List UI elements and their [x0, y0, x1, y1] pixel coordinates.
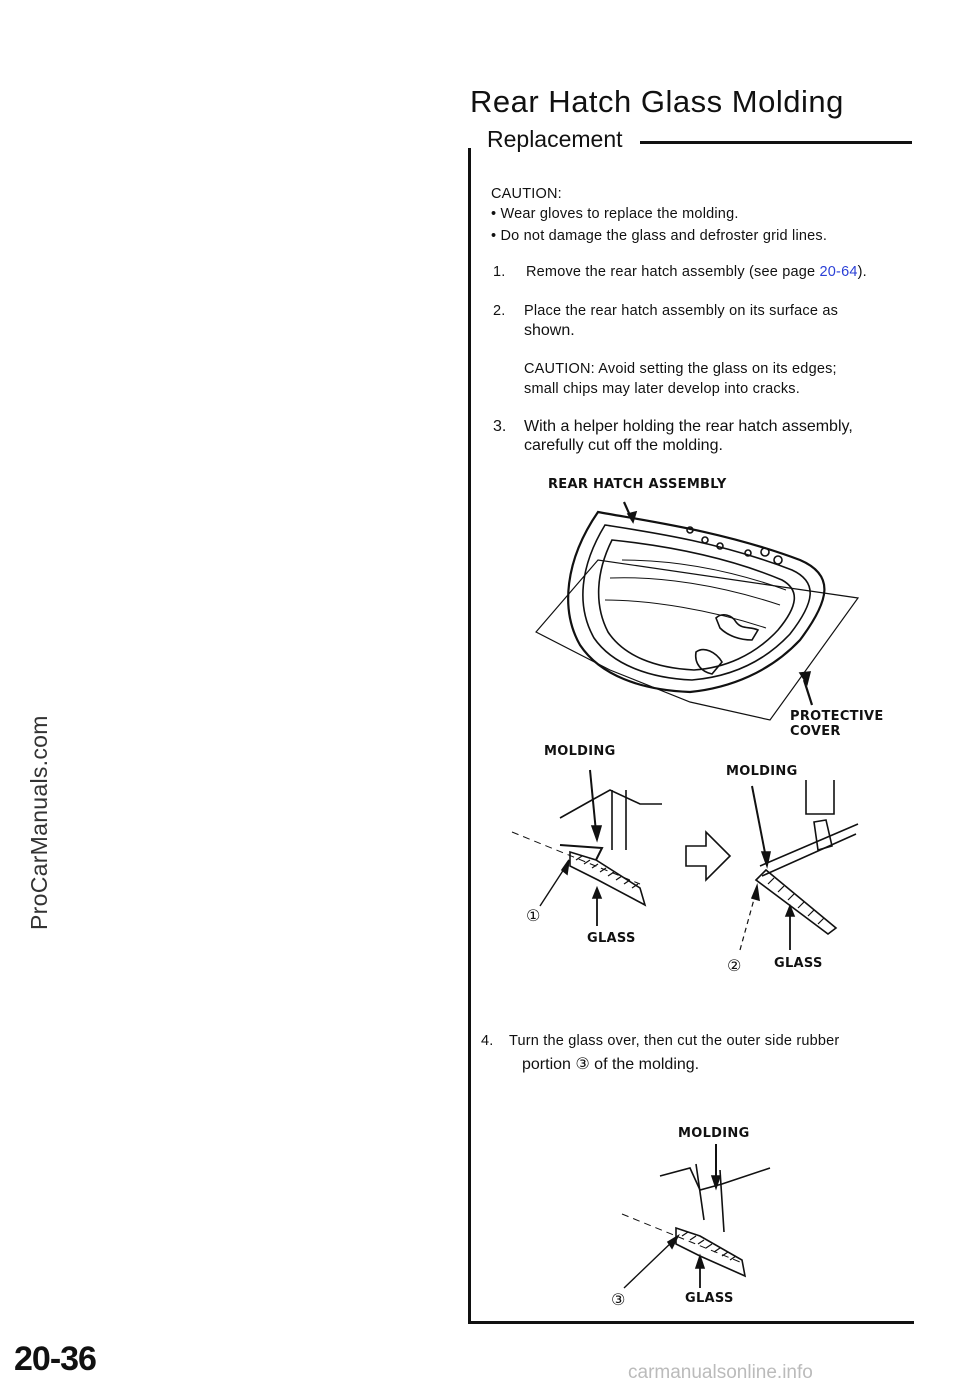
caution-heading: CAUTION: — [491, 186, 562, 202]
label-rear-hatch-assembly: REAR HATCH ASSEMBLY — [548, 477, 727, 492]
arrow-molding-left-line — [589, 769, 597, 833]
label-glass-bottom: GLASS — [685, 1291, 734, 1306]
arrow-molding-right-line — [751, 785, 767, 859]
molding-top-left — [559, 789, 662, 819]
arrow-callout-2-line — [739, 891, 757, 951]
defroster-grid-2 — [621, 559, 787, 591]
arrow-cover-line — [802, 679, 814, 706]
protective-cover-sheet — [535, 559, 860, 721]
left-border-rule — [468, 148, 471, 1324]
glass-hatch-bottom — [681, 1231, 737, 1261]
clip-6 — [773, 555, 783, 565]
label-molding-right: MOLDING — [726, 764, 798, 779]
arrow-glass-bottom-head — [694, 1253, 706, 1269]
callout-3: ③ — [611, 1292, 626, 1309]
caution-bullet-damage: • Do not damage the glass and defroster … — [491, 228, 828, 244]
arrow-glass-left-head — [591, 885, 603, 899]
transition-arrow — [685, 830, 732, 882]
step-3-number: 3. — [493, 418, 507, 435]
label-glass-right: GLASS — [774, 956, 823, 971]
header-rule — [640, 141, 912, 144]
arrow-cover-head — [798, 671, 812, 687]
hatch-frame-outer — [567, 510, 826, 694]
clip-5 — [760, 547, 770, 557]
arrow-assembly-head — [626, 510, 638, 524]
bottom-border-rule — [470, 1321, 914, 1324]
label-molding-left: MOLDING — [544, 744, 616, 759]
molding-upright-bottom — [695, 1163, 725, 1233]
step-2-line-2: shown. — [524, 322, 575, 339]
defroster-grid-1 — [609, 577, 781, 606]
molding-detail-bottom — [621, 1144, 771, 1289]
callout-1: ① — [526, 908, 541, 925]
arrow-callout-1-line — [539, 865, 567, 907]
arrow-callout-1-head — [560, 859, 570, 876]
step-4-line-1: Turn the glass over, then cut the outer … — [509, 1033, 840, 1049]
arrow-callout-2-head — [750, 883, 760, 902]
helper-hand-1 — [715, 613, 760, 641]
glass-section-bottom — [675, 1226, 747, 1278]
arrow-molding-bottom-head — [710, 1175, 722, 1191]
step-4-text-a: portion — [522, 1056, 576, 1073]
clip-4 — [744, 549, 752, 557]
section-subtitle: Replacement — [487, 126, 623, 152]
molding-detail-right — [739, 780, 859, 951]
page-link-20-64[interactable]: 20-64 — [819, 264, 858, 280]
step-2-caution-line-1: CAUTION: Avoid setting the glass on its … — [524, 361, 837, 377]
callout-2: ② — [727, 958, 742, 975]
glass-section-right — [754, 868, 838, 935]
upper-trim-right — [759, 823, 859, 877]
molding-detail-left — [511, 769, 662, 926]
helper-hand-2 — [694, 648, 723, 675]
defroster-grid-3 — [604, 599, 767, 629]
step-3-line-1: With a helper holding the rear hatch ass… — [524, 418, 853, 435]
arrow-callout-3-line — [623, 1239, 675, 1289]
clip-3 — [716, 542, 724, 550]
step-3-line-2: carefully cut off the molding. — [524, 437, 723, 454]
glass-hatch-left — [575, 855, 639, 889]
caution-bullet-gloves: • Wear gloves to replace the molding. — [491, 206, 739, 222]
page-number: 20-36 — [14, 1340, 97, 1378]
step-4-line-2: portion ③ of the molding. — [522, 1054, 699, 1074]
step-2-caution-line-2: small chips may later develop into crack… — [524, 381, 800, 397]
step-2-line-1: Place the rear hatch assembly on its sur… — [524, 303, 839, 319]
hatch-glass-edge — [597, 539, 796, 671]
step-2-number: 2. — [493, 303, 506, 319]
step-1-text-b: ). — [857, 264, 867, 280]
step-4-number: 4. — [481, 1033, 494, 1049]
label-cover: COVER — [790, 724, 841, 739]
molding-lip-left — [559, 844, 604, 861]
label-molding-bottom: MOLDING — [678, 1126, 750, 1141]
step-4-text-b: of the molding. — [589, 1056, 700, 1073]
rear-hatch-illustration — [535, 501, 860, 721]
step-1-number: 1. — [493, 264, 506, 280]
sidebar-watermark: ProCarManuals.com — [26, 715, 52, 930]
clip-2 — [701, 536, 709, 544]
cut-line-bottom — [621, 1213, 741, 1263]
page-title: Rear Hatch Glass Molding — [470, 84, 844, 119]
label-protective: PROTECTIVE — [790, 709, 884, 724]
arrow-glass-right-head — [784, 903, 796, 917]
glass-hatch-right — [767, 877, 825, 925]
arrow-molding-right-head — [760, 851, 771, 869]
label-glass-left: GLASS — [587, 931, 636, 946]
arrow-callout-3-head — [666, 1233, 680, 1250]
clip-1 — [686, 526, 694, 534]
step-1-text: Remove the rear hatch assembly (see page… — [526, 264, 867, 280]
molding-post-right — [805, 780, 835, 815]
molding-upright-left — [611, 790, 627, 850]
arrow-molding-left-head — [590, 825, 603, 843]
molding-clip-right — [813, 819, 833, 852]
callout-3-inline: ③ — [575, 1056, 590, 1073]
footer-site: carmanualsonline.info — [628, 1362, 813, 1383]
hatch-frame-inner — [582, 524, 811, 681]
step-1-text-a: Remove the rear hatch assembly (see page — [526, 264, 820, 280]
